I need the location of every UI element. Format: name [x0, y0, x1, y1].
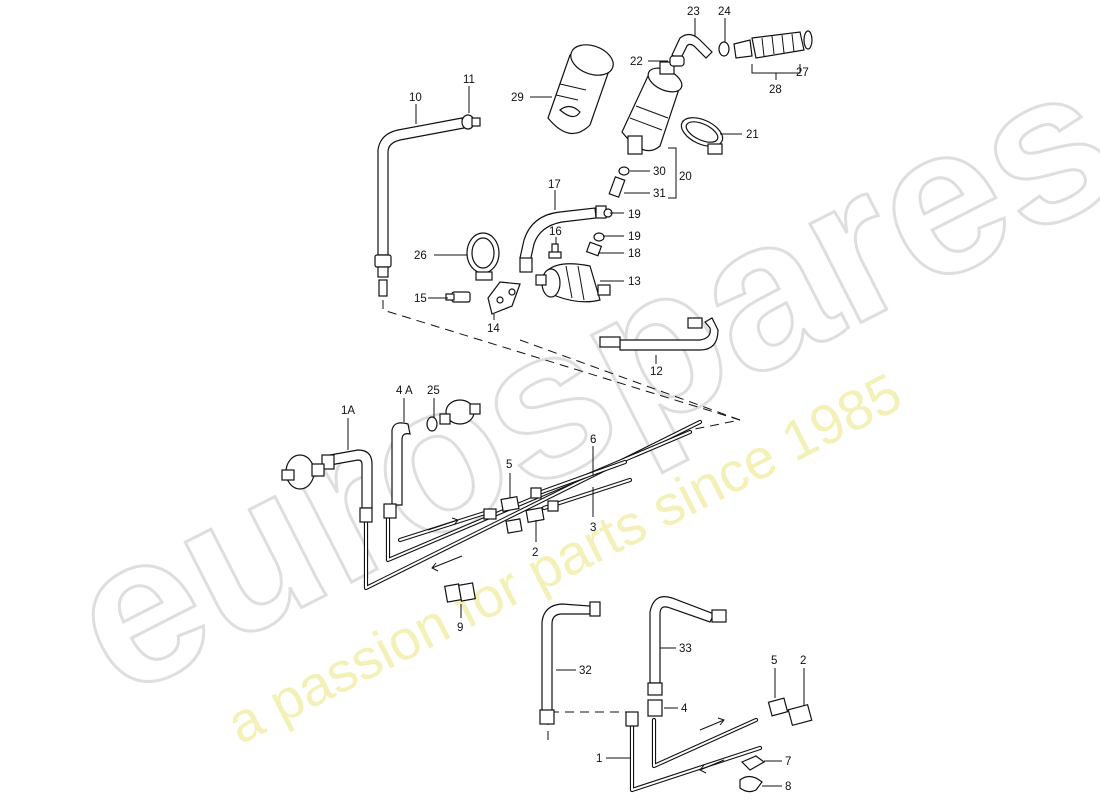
label-20: 20: [679, 171, 692, 183]
clamp-24: [718, 41, 730, 57]
pipe-line-center: [397, 459, 633, 543]
label-14: 14: [487, 323, 500, 335]
clip-7: [740, 755, 766, 771]
pressure-regulator-left: [281, 454, 325, 490]
seal-27: [803, 30, 813, 50]
pipe-1A: [321, 419, 703, 591]
label-12: 12: [650, 366, 663, 378]
hose-33: [647, 596, 727, 696]
screw-16: [548, 243, 562, 259]
label-17: 17: [548, 179, 561, 191]
label-25: 25: [427, 385, 440, 397]
hose-32: [539, 601, 601, 725]
label-6: 6: [590, 434, 596, 446]
hose-12: [599, 317, 719, 351]
label-19-a: 19: [628, 209, 641, 221]
label-29: 29: [511, 92, 524, 104]
clamp-22: [669, 55, 685, 67]
label-3: 3: [590, 522, 596, 534]
label-9: 9: [457, 622, 463, 634]
label-4: 4: [681, 703, 688, 715]
hose-17: [519, 205, 607, 273]
seal-19-b: [593, 232, 605, 242]
filter-canister-29: [547, 44, 614, 134]
clamp-26: [466, 232, 500, 281]
label-27: 27: [796, 67, 809, 79]
union-5: [767, 697, 789, 717]
clip-8: [739, 775, 763, 793]
label-4A: 4 A: [396, 385, 413, 397]
seal-30: [618, 166, 630, 176]
hose-10: [374, 117, 465, 297]
pressure-regulator-25: [439, 399, 481, 425]
label-19-b: 19: [628, 231, 641, 243]
union-9: [444, 582, 476, 603]
leader-lines: [347, 18, 805, 787]
dashed-connectors: [382, 300, 741, 740]
seal-25: [426, 416, 438, 432]
nut-18: [585, 241, 603, 257]
hose-23: [671, 33, 713, 61]
label-23: 23: [687, 6, 700, 18]
label-33: 33: [679, 643, 692, 655]
clamp-11: [461, 114, 481, 130]
label-18: 18: [628, 248, 641, 260]
label-1A: 1A: [341, 405, 355, 417]
connector-28: [733, 31, 805, 59]
arrows-flow-right: [699, 717, 725, 774]
label-11: 11: [463, 74, 475, 86]
union-2: [787, 703, 813, 727]
label-32: 32: [579, 665, 592, 677]
label-1: 1: [596, 753, 602, 765]
label-26: 26: [414, 250, 427, 262]
label-7: 7: [785, 756, 791, 768]
clamp-21: [680, 117, 724, 155]
arrows-flow-left: [427, 517, 463, 572]
label-13: 13: [628, 276, 641, 288]
label-2-b: 2: [800, 655, 806, 667]
pipe-1: [625, 711, 763, 793]
label-31: 31: [653, 188, 666, 200]
label-22: 22: [630, 56, 643, 68]
fitting-31: [608, 176, 626, 198]
label-5-b: 5: [771, 655, 777, 667]
label-24: 24: [718, 6, 731, 18]
label-15: 15: [414, 293, 427, 305]
label-28: 28: [769, 84, 782, 96]
label-2-a: 2: [532, 547, 538, 559]
label-21: 21: [746, 129, 759, 141]
fuel-filter-13: [535, 263, 611, 303]
label-8: 8: [785, 781, 791, 793]
label-30: 30: [653, 166, 666, 178]
label-16: 16: [549, 226, 562, 238]
bracket-14: [487, 281, 521, 315]
label-5-a: 5: [506, 459, 512, 471]
label-10: 10: [409, 92, 422, 104]
fuel-pump-20: [621, 61, 683, 155]
fitting-4: [647, 699, 663, 717]
part-labels: 1A 4 A 25 10 11 29 22 23 24 27 28 21 30 …: [341, 6, 809, 793]
sensor-15: [445, 291, 471, 303]
